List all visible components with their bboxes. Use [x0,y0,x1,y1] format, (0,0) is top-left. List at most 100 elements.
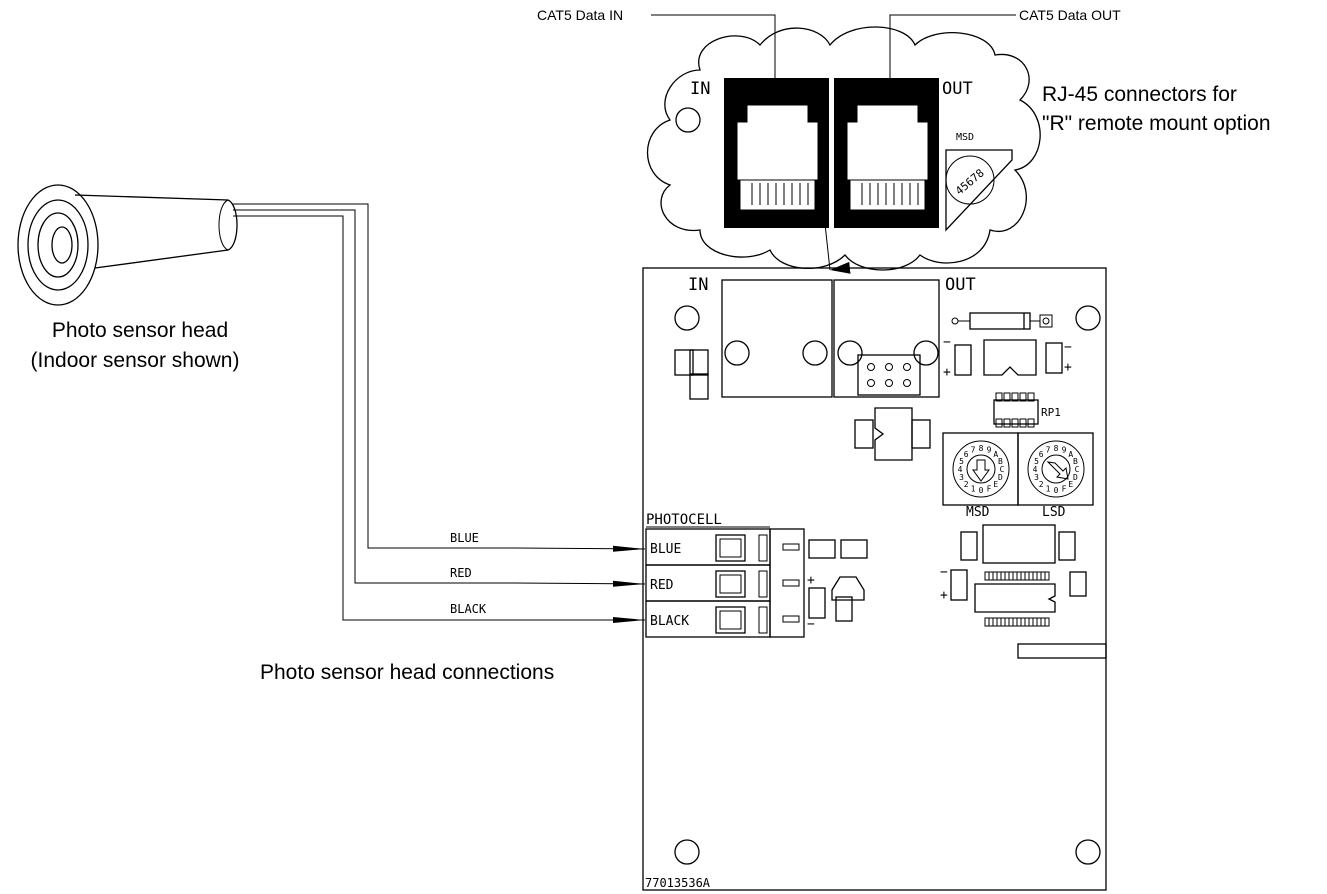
plus-mark: + [1064,360,1072,375]
six-pin-header [857,354,921,396]
rp1-label: RP1 [1041,406,1061,419]
capacitor [1058,531,1076,561]
ic-pins [984,571,1050,581]
plus-mark: + [943,365,951,380]
wire-blue [233,203,646,552]
ic-chip [974,583,1056,613]
board-in-label: IN [688,275,708,295]
lsd-dial-digit: 6 [1039,450,1044,459]
lsd-dial-digit: 3 [1034,473,1039,482]
lsd-dial-digit: 5 [1034,457,1039,466]
msd-dial-digit: 9 [987,446,992,455]
msd-dial-digit: 8 [979,444,984,453]
msd-dial-digit: 3 [959,473,964,482]
photocell-terminal-block [645,526,805,638]
msd-dial-digit: 2 [964,480,969,489]
resistor [835,596,853,622]
cloud-msd-dial: MSD 45678 [945,132,1013,232]
lsd-dial-digit: D [1073,473,1078,482]
lsd-dial-digit: E [1068,480,1073,489]
lsd-label: LSD [1042,505,1066,520]
capacitor [808,587,826,619]
lsd-dial-digit: B [1073,457,1078,466]
lsd-dial-digit: 8 [1054,444,1059,453]
transistor [831,576,865,601]
lsd-dial-digit: 2 [1039,480,1044,489]
sensor-wires [233,203,646,623]
capacitor [1045,342,1063,374]
msd-dial-digit: 6 [964,450,969,459]
board-mount-hole [674,839,700,865]
minus-mark: − [940,565,948,580]
minus-mark: − [1064,340,1072,355]
resistor [840,539,868,559]
board-outline [642,267,1107,891]
transistor [874,407,913,461]
capacitor [954,344,972,376]
diode [951,312,1053,330]
cloud-in-label: IN [690,79,710,99]
lsd-dial-digit: 7 [1046,446,1051,455]
jack-post [802,340,828,366]
board-out-label: OUT [945,275,976,295]
lsd-dial-digit: 9 [1062,446,1067,455]
sensor-caption-line2: (Indoor sensor shown) [31,349,240,372]
lsd-rotary-switch: LSD [1017,432,1094,520]
lsd-dial-digit: C [1075,465,1080,474]
terminal-blue-label: BLUE [650,542,681,557]
cat5-in-leader [651,14,776,82]
circuit-board: IN OUT [642,267,1107,891]
lsd-dial-digit: 0 [1054,486,1059,495]
board-mount-hole [1075,305,1101,331]
sensor-caption-line1: Photo sensor head [52,319,228,342]
capacitor [689,349,709,376]
capacitor [689,373,709,400]
minus-mark: − [943,335,951,350]
lsd-dial-digit: 4 [1033,465,1038,474]
voltage-regulator [983,339,1037,376]
msd-dial-digit: D [998,473,1003,482]
msd-dial-digit: B [998,457,1003,466]
board-mount-hole [674,305,700,331]
cat5-out-label: CAT5 Data OUT [1019,7,1121,23]
lsd-dial-digit: A [1068,450,1073,459]
wire-red [233,209,646,587]
cloud-to-board-arrow [821,195,851,274]
cloud-outline [647,26,1041,271]
jack-post [913,340,939,366]
msd-dial-digit: 5 [959,457,964,466]
terminal-black-label: BLACK [650,614,689,629]
jack-post [724,340,750,366]
resistor [808,539,836,559]
cloud-rj45-in-jack [724,78,829,228]
msd-label: MSD [966,505,990,520]
msd-dial-digit: 4 [958,465,963,474]
capacitor [854,419,874,449]
resistor [1069,571,1087,597]
cloud-out-label: OUT [942,79,973,99]
rj45-cloud-callout: IN OUT MSD 45678 [647,26,1041,271]
rp1-resistor-pack: RP1 [993,392,1061,428]
wire-label-blue: BLUE [450,531,479,545]
terminal-red-label: RED [650,578,674,593]
plus-mark: + [940,588,948,603]
cloud-msd-label: MSD [956,132,974,143]
board-rj45-out [833,279,940,398]
wire-label-black: BLACK [450,602,487,616]
msd-dial-digit: 1 [971,484,976,493]
msd-dial-digit: F [987,484,992,493]
cat5-in-label: CAT5 Data IN [537,7,623,23]
cat5-out-leader [889,14,1016,82]
jack-post [837,340,863,366]
capacitor [911,419,931,449]
rj45-caption-line2: "R" remote mount option [1042,112,1271,135]
lsd-dial-digit: 1 [1046,484,1051,493]
photocell-label: PHOTOCELL [646,512,722,528]
msd-dial-digit: C [1000,465,1005,474]
capacitor [674,349,694,376]
board-rj45-in [721,279,833,398]
photo-sensor-head [17,184,238,306]
part-number: 77013536A [645,876,711,890]
minus-mark: − [807,617,815,632]
rj45-caption-line1: RJ-45 connectors for [1042,83,1237,106]
